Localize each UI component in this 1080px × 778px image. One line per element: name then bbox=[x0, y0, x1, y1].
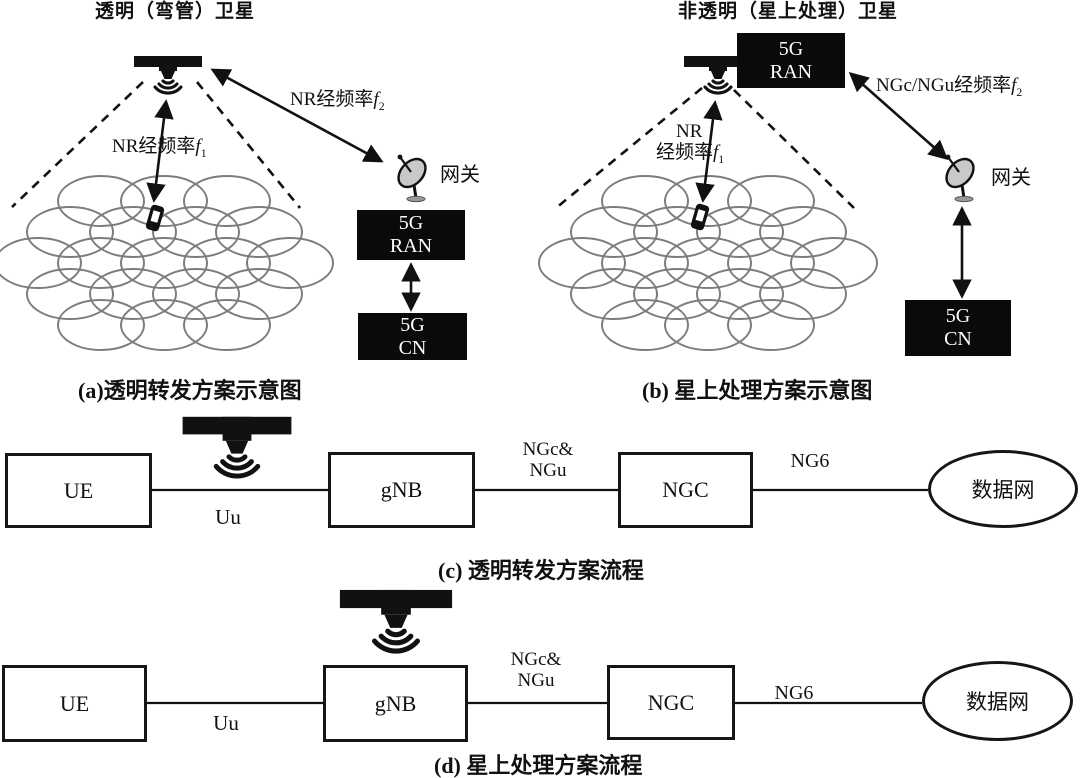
flow-d-gnb-box: gNB bbox=[323, 665, 468, 742]
panel-a-feeder-freq-label: NR经频率f2 bbox=[290, 89, 385, 113]
beam-cluster-b bbox=[538, 175, 878, 351]
panel-b-5g-cn-box: 5G CN bbox=[905, 300, 1011, 356]
flow-d-datanet-node: 数据网 bbox=[922, 661, 1073, 741]
label-line: NGc& bbox=[510, 649, 562, 670]
arrow-b-feeder-link bbox=[848, 72, 949, 160]
panel-a-gateway-label: 网关 bbox=[440, 164, 480, 186]
panel-b-title: 非透明（星上处理）卫星 bbox=[678, 1, 899, 22]
node-label: 数据网 bbox=[966, 690, 1029, 714]
node-label: gNB bbox=[374, 690, 417, 716]
arrow-a-feeder-link bbox=[210, 68, 384, 163]
panel-b-caption: (b) 星上处理方案示意图 bbox=[642, 378, 873, 403]
node-label: gNB bbox=[380, 477, 423, 502]
label-line: NGc& bbox=[522, 439, 574, 460]
label-line: NGu bbox=[529, 459, 567, 481]
panel-a-service-freq-label: NR经频率f1 bbox=[112, 136, 207, 160]
label-line: 经频率f1 bbox=[656, 141, 725, 166]
panel-a-5g-ran-box: 5G RAN bbox=[357, 210, 465, 260]
box-line: 5G bbox=[945, 305, 971, 327]
flow-d-ng-interface-label: NGc& NGu bbox=[494, 649, 578, 692]
flow-c-ng-interface-label: NGc& NGu bbox=[506, 439, 590, 482]
flow-c-ngc-box: NGC bbox=[618, 452, 753, 528]
node-label: NGC bbox=[662, 477, 709, 502]
flow-c-datanet-node: 数据网 bbox=[928, 450, 1078, 528]
flow-c-gnb-box: gNB bbox=[328, 452, 475, 528]
flow-d-ue-box: UE bbox=[2, 665, 147, 742]
panel-a-caption: (a)透明转发方案示意图 bbox=[78, 378, 302, 403]
beam-cluster-a bbox=[0, 175, 334, 351]
satellite-icon bbox=[340, 590, 452, 651]
beam-cone-b bbox=[555, 86, 855, 210]
panel-a-5g-cn-box: 5G CN bbox=[358, 313, 467, 360]
flow-d-uu-label: Uu bbox=[213, 711, 239, 735]
panel-b-5g-ran-box: 5G RAN bbox=[737, 33, 845, 88]
box-line: 5G bbox=[398, 212, 424, 234]
flow-lines bbox=[147, 488, 928, 705]
label-line: NGu bbox=[517, 669, 555, 691]
dish-icon bbox=[391, 152, 433, 204]
box-line: 5G bbox=[400, 313, 425, 336]
flow-d-caption: (d) 星上处理方案流程 bbox=[434, 753, 643, 778]
box-line: 5G bbox=[778, 37, 804, 60]
box-line: CN bbox=[944, 328, 972, 350]
flow-c-ng6-label: NG6 bbox=[790, 450, 830, 472]
dish-icon bbox=[939, 152, 981, 204]
links bbox=[146, 68, 972, 312]
label-line: NR bbox=[676, 121, 703, 142]
arrow-b-service-link bbox=[695, 100, 723, 203]
arrow-a-service-link bbox=[146, 99, 174, 203]
box-line: RAN bbox=[389, 235, 433, 257]
flow-c-ue-box: UE bbox=[5, 453, 152, 528]
node-label: UE bbox=[63, 477, 94, 503]
panel-a-title: 透明（弯管）卫星 bbox=[95, 1, 256, 22]
box-line: CN bbox=[398, 336, 427, 359]
node-label: NGC bbox=[647, 689, 695, 715]
satellite-icon bbox=[132, 54, 204, 95]
box-line: RAN bbox=[769, 60, 813, 83]
node-label: UE bbox=[59, 690, 90, 716]
satellite-icon bbox=[183, 417, 292, 476]
flow-c-caption: (c) 透明转发方案流程 bbox=[438, 558, 644, 583]
flow-d-ng6-label: NG6 bbox=[774, 682, 814, 704]
panel-b-gateway-label: 网关 bbox=[991, 167, 1031, 189]
flow-d-ngc-box: NGC bbox=[607, 665, 735, 740]
node-label: 数据网 bbox=[971, 478, 1035, 502]
panel-b-service-freq-label: NR 经频率f1 bbox=[656, 121, 725, 167]
panel-b-feeder-freq-label: NGc/NGu经频率f2 bbox=[876, 75, 1023, 99]
flow-c-uu-label: Uu bbox=[215, 505, 241, 529]
